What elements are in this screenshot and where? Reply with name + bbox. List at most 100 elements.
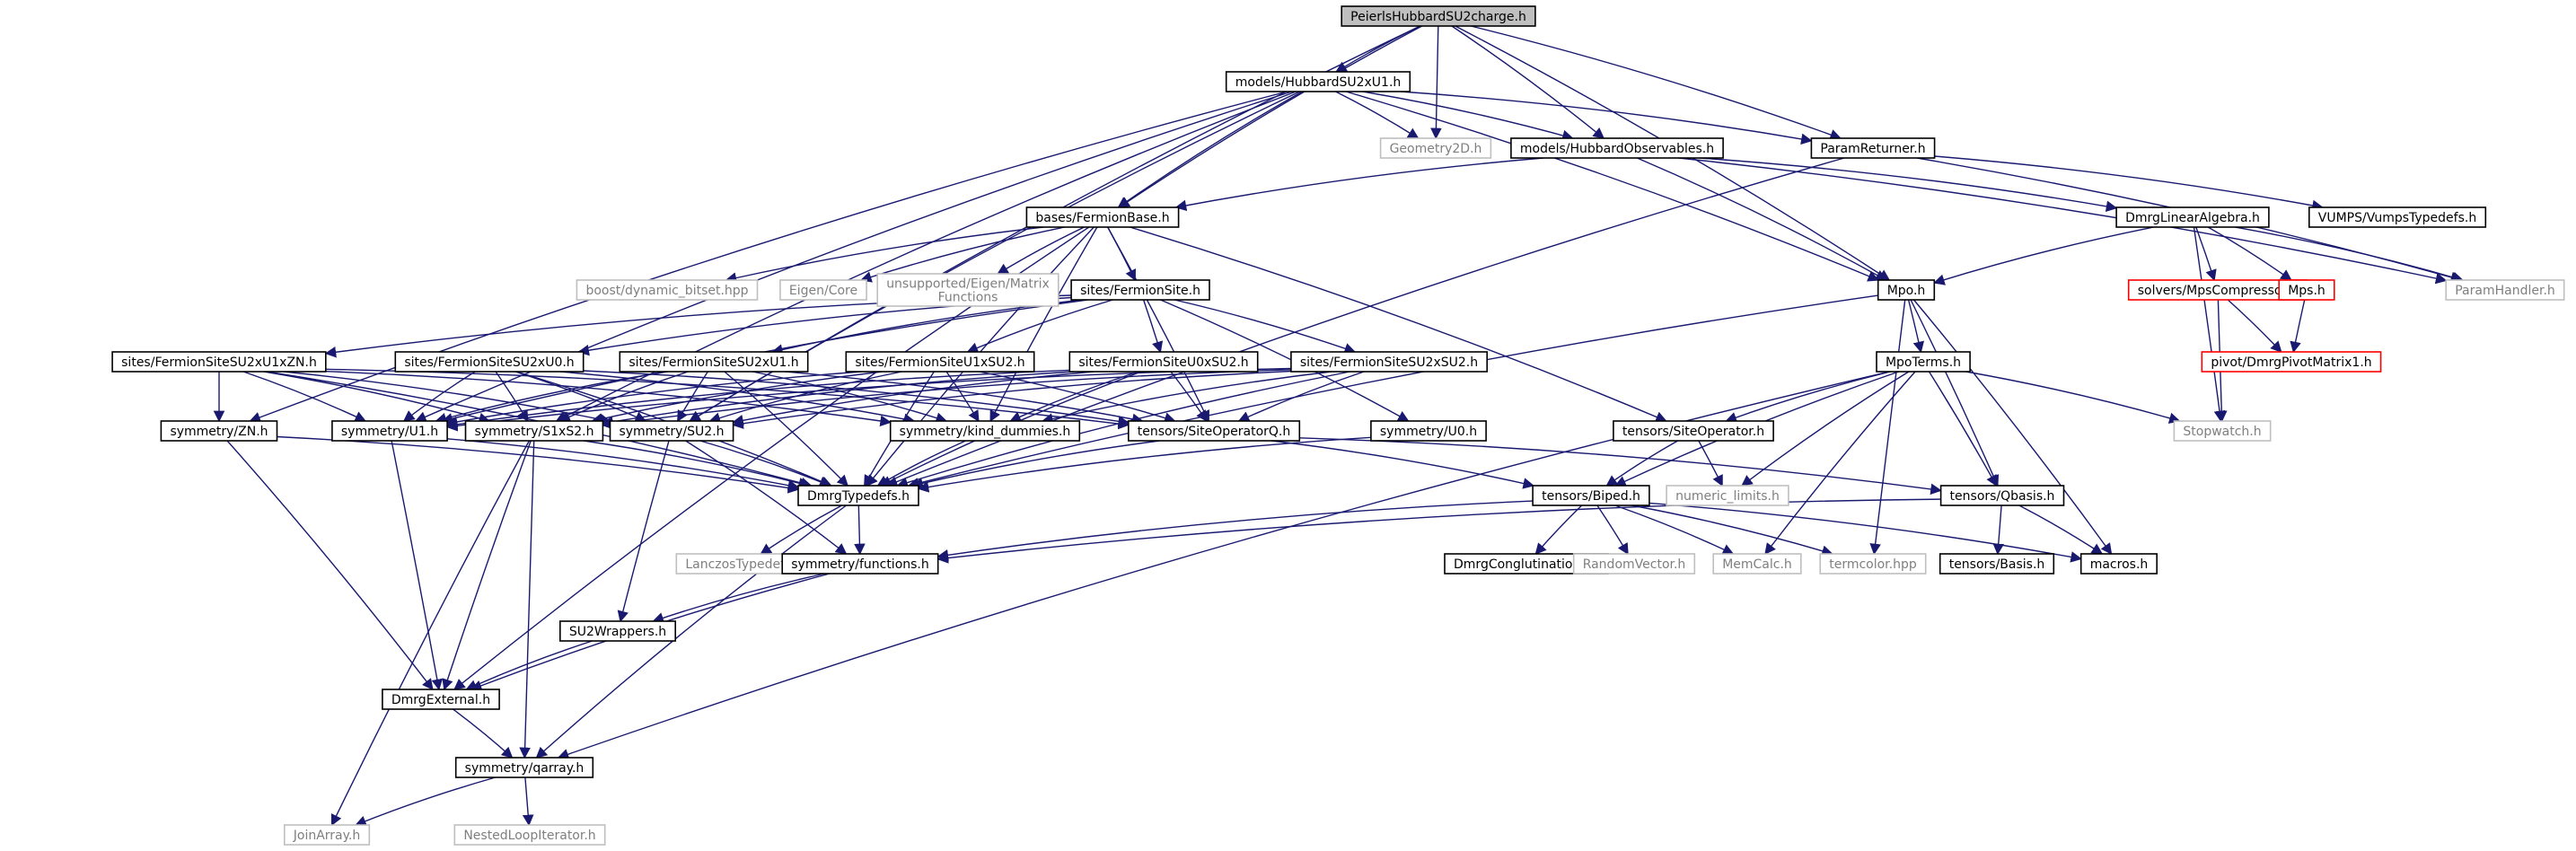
node-u1[interactable]: symmetry/U1.h — [331, 420, 448, 442]
edge-root-to-hubbard — [1335, 25, 1421, 73]
node-vumps[interactable]: VUMPS/VumpsTypedefs.h — [2308, 206, 2487, 228]
node-macros[interactable]: macros.h — [2079, 553, 2158, 575]
node-fu1su2[interactable]: sites/FermionSiteU1xSU2.h — [845, 351, 1035, 373]
node-mps[interactable]: Mps.h — [2278, 279, 2335, 301]
node-box-siteopq — [1128, 420, 1301, 442]
node-symfunc[interactable]: symmetry/functions.h — [781, 553, 939, 575]
node-basis[interactable]: tensors/Basis.h — [1939, 553, 2055, 575]
node-box-macros — [2079, 553, 2158, 575]
edge-u0-to-dmrgtypedefs — [917, 436, 1371, 493]
edge-su2-to-su2wrap — [617, 440, 670, 623]
edge-s1xs2-to-joinarray — [330, 440, 531, 827]
node-mpo[interactable]: Mpo.h — [1877, 279, 1936, 301]
node-box-mpo — [1877, 279, 1936, 301]
node-box-fsu2u1zn — [111, 351, 327, 373]
node-fermbase[interactable]: bases/FermionBase.h — [1025, 206, 1180, 228]
node-kind[interactable]: symmetry/kind_dummies.h — [889, 420, 1081, 442]
node-dmrgtypedefs[interactable]: DmrgTypedefs.h — [797, 485, 919, 506]
edge-mpo-to-macros — [1912, 299, 2113, 556]
edge-su2-to-dmrgtypedefs — [699, 440, 831, 487]
node-root[interactable]: PeierlsHubbardSU2charge.h — [1341, 5, 1536, 27]
node-box-mps — [2278, 279, 2335, 301]
node-label-mpo: Mpo.h — [1887, 284, 1926, 298]
edge-fsu2su2-to-su2 — [732, 370, 1291, 429]
node-box-fsu2su2 — [1290, 351, 1489, 373]
node-box-boost — [576, 279, 759, 301]
node-box-fsu2u0 — [394, 351, 585, 373]
node-su2wrap[interactable]: SU2Wrappers.h — [558, 620, 676, 642]
node-label-fu1su2: sites/FermionSiteU1xSU2.h — [855, 355, 1024, 370]
node-hubobs[interactable]: models/HubbardObservables.h — [1510, 137, 1724, 159]
node-box-zn — [160, 420, 278, 442]
node-qbasis[interactable]: tensors/Qbasis.h — [1939, 485, 2065, 506]
node-fsu2u1[interactable]: sites/FermionSiteSU2xU1.h — [619, 351, 809, 373]
node-boost: boost/dynamic_bitset.hpp — [576, 279, 759, 301]
edge-fermbase-to-eigencore — [859, 226, 1065, 283]
node-fermsite[interactable]: sites/FermionSite.h — [1070, 279, 1210, 301]
node-geometry: Geometry2D.h — [1379, 137, 1492, 159]
edge-paramret-to-vumps — [1934, 155, 2324, 212]
edge-su2-to-symfunc — [685, 440, 848, 555]
edge-dmrglin-to-mps — [2207, 226, 2292, 281]
node-qarray[interactable]: symmetry/qarray.h — [454, 757, 594, 778]
node-biped[interactable]: tensors/Biped.h — [1532, 485, 1650, 506]
node-box-kind — [889, 420, 1081, 442]
node-box-fermsite — [1070, 279, 1210, 301]
edge-fsu2u1-to-kind — [752, 371, 948, 424]
edge-kind-to-dmrgtypedefs — [876, 440, 966, 487]
node-zn[interactable]: symmetry/ZN.h — [160, 420, 278, 442]
node-siteopq[interactable]: tensors/SiteOperatorQ.h — [1128, 420, 1301, 442]
node-conglut[interactable]: DmrgConglutinations.h — [1444, 553, 1609, 575]
edge-fsu2su2-to-s1xs2 — [602, 369, 1291, 430]
node-paramret[interactable]: ParamReturner.h — [1810, 137, 1936, 159]
node-fsu2u0[interactable]: sites/FermionSiteSU2xU0.h — [394, 351, 585, 373]
edge-su2wrap-to-dmrgext — [465, 640, 593, 691]
edge-biped-to-symfunc — [936, 500, 1534, 561]
node-label-qbasis: tensors/Qbasis.h — [1950, 489, 2055, 504]
edge-biped-to-macros — [1648, 502, 2082, 563]
edge-siteop-to-biped — [1605, 440, 1678, 487]
edge-mpoterms-to-memcalc — [1764, 371, 1916, 556]
node-box-fermbase — [1025, 206, 1180, 228]
edge-qbasis-to-macros — [2018, 504, 2104, 555]
node-su2[interactable]: symmetry/SU2.h — [609, 420, 734, 442]
node-fsu2u1zn[interactable]: sites/FermionSiteSU2xU1xZN.h — [111, 351, 327, 373]
edge-mpoterms-to-numlimits — [1741, 371, 1910, 487]
node-label-nested: NestedLoopIterator.h — [463, 829, 595, 843]
edge-fermsite-to-fsu2su2 — [1174, 299, 1357, 355]
node-label-paramret: ParamReturner.h — [1820, 142, 1925, 156]
node-mpoterms[interactable]: MpoTerms.h — [1876, 351, 1971, 373]
node-box-eigenmf — [876, 273, 1059, 307]
node-siteop[interactable]: tensors/SiteOperator.h — [1613, 420, 1774, 442]
node-dmrglin[interactable]: DmrgLinearAlgebra.h — [2115, 206, 2270, 228]
edge-fermsite-to-fu0su2 — [1142, 299, 1164, 354]
edge-fsu2u1-to-siteopq — [785, 371, 1144, 426]
node-dmrgext[interactable]: DmrgExternal.h — [382, 689, 500, 710]
node-pivot[interactable]: pivot/DmrgPivotMatrix1.h — [2201, 351, 2382, 373]
node-label-geometry: Geometry2D.h — [1390, 142, 1482, 156]
node-box-s1xs2 — [464, 420, 604, 442]
node-box-pivot — [2201, 351, 2382, 373]
node-label-kind: symmetry/kind_dummies.h — [900, 425, 1071, 439]
edge-mpscomp-to-pivot — [2227, 299, 2282, 353]
edge-biped-to-termcolor — [1631, 504, 1833, 557]
node-u0[interactable]: symmetry/U0.h — [1370, 420, 1487, 442]
edge-dmrgtypedefs-to-symfunc — [854, 504, 866, 556]
edge-qbasis-to-basis — [1992, 504, 2005, 556]
node-label-hubbard: models/HubbardSU2xU1.h — [1235, 75, 1402, 90]
edge-mpoterms-to-stopwatch — [1965, 371, 2181, 424]
edge-dmrglin-to-mpo — [1933, 226, 2154, 285]
node-fsu2su2[interactable]: sites/FermionSiteSU2xSU2.h — [1290, 351, 1489, 373]
edge-hubobs-to-fermbase — [1174, 157, 1544, 212]
node-label-su2wrap: SU2Wrappers.h — [569, 625, 666, 639]
node-box-paramret — [1810, 137, 1936, 159]
edge-fsu2su2-to-dmrgtypedefs — [896, 371, 1350, 488]
node-box-fsu2u1 — [619, 351, 809, 373]
edge-fu0su2-to-s1xs2 — [602, 371, 1074, 427]
node-fu0su2[interactable]: sites/FermionSiteU0xSU2.h — [1068, 351, 1259, 373]
node-label-termcolor: termcolor.hpp — [1829, 557, 1917, 572]
node-termcolor: termcolor.hpp — [1819, 553, 1927, 575]
node-box-qarray — [454, 757, 594, 778]
node-s1xs2[interactable]: symmetry/S1xS2.h — [464, 420, 604, 442]
node-hubbard[interactable]: models/HubbardSU2xU1.h — [1225, 71, 1411, 92]
